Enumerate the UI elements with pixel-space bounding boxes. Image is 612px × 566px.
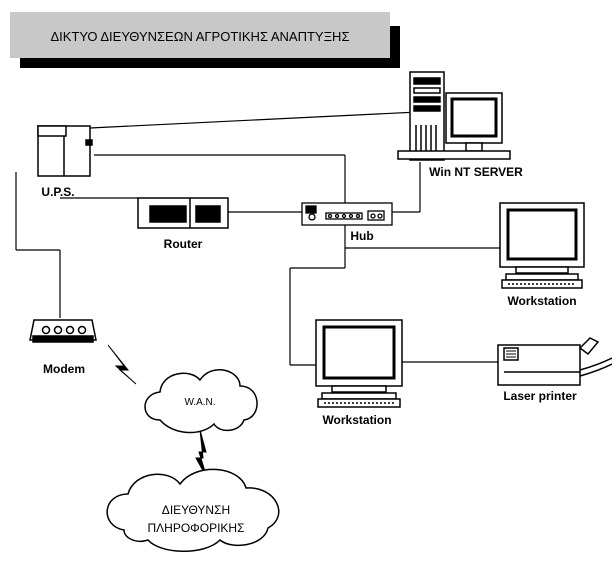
hub-icon [301,202,393,226]
server-label: Win NT SERVER [429,165,523,179]
ups-label: U.P.S. [41,185,74,199]
title-box [10,12,390,58]
ups-icon [37,125,93,177]
lightning-icon-modem-wan [107,344,137,385]
server-icon [397,71,511,161]
connection-lines [15,111,500,366]
workstation-right-icon [499,202,585,289]
workstation-bottom-label: Workstation [322,413,391,427]
router-icon [137,197,229,229]
wan-cloud [144,369,258,434]
workstation-right-label: Workstation [507,294,576,308]
remote-label-line2: ΠΛΗΡΟΦΟΡΙΚΗΣ [147,521,244,535]
title-text: ΔΙΚΤΥΟ ΔΙΕΥΘΥΝΣΕΩΝ ΑΓΡΟΤΙΚΗΣ ΑΝΑΠΤΥΞΗΣ [51,29,350,44]
modem-icon [29,319,97,343]
printer-label: Laser printer [503,389,577,403]
line-ups-server [89,111,419,129]
hub-label: Hub [350,229,373,243]
workstation-bottom-icon [315,319,403,408]
wan-label: W.A.N. [184,397,215,408]
printer-icon [497,337,612,386]
router-label: Router [164,237,203,251]
title-banner: ΔΙΚΤΥΟ ΔΙΕΥΘΥΝΣΕΩΝ ΑΓΡΟΤΙΚΗΣ ΑΝΑΠΤΥΞΗΣ [10,12,400,68]
remote-cloud [106,468,280,552]
remote-label-line1: ΔΙΕΥΘΥΝΣΗ [162,503,230,517]
modem-label: Modem [43,362,85,376]
